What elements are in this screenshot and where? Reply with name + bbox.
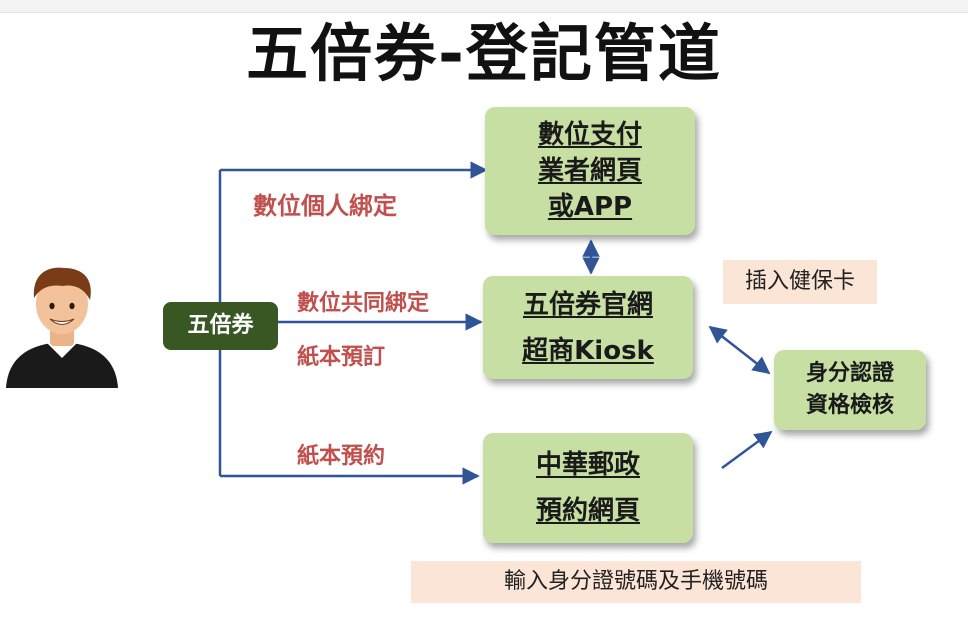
arrow-post-verify <box>721 430 773 470</box>
person-avatar-icon <box>6 267 118 388</box>
top-strip <box>0 0 968 13</box>
source-five-times-voucher-box: 五倍券 <box>163 302 278 350</box>
official-site-kiosk-box: 五倍券官網 超商Kiosk <box>483 276 693 379</box>
box-line: 業者網頁 <box>537 156 642 186</box>
box-line: 預約網頁 <box>535 496 640 526</box>
insert-health-card-note: 插入健保卡 <box>723 260 877 304</box>
post-office-box: 中華郵政 預約網頁 <box>483 433 693 543</box>
route-label-digital-personal: 數位個人綁定 <box>253 192 397 220</box>
box-line: 數位支付 <box>537 120 642 150</box>
route-label-digital-shared: 數位共同綁定 <box>297 291 430 316</box>
box-line: 身分認證 <box>805 361 894 386</box>
digital-payment-box: 數位支付 業者網頁 或APP <box>485 107 695 235</box>
box-line: 資格檢核 <box>805 393 894 418</box>
arrow-official-verify <box>708 325 771 375</box>
enter-id-phone-note: 輸入身分證號碼及手機號碼 <box>411 561 861 603</box>
box-line: 超商Kiosk <box>522 335 654 366</box>
identity-verification-box: 身分認證 資格檢核 <box>774 350 926 430</box>
page-title: 五倍券-登記管道 <box>246 17 722 90</box>
box-line: 中華郵政 <box>535 450 640 480</box>
route-label-paper-reserve: 紙本預約 <box>297 444 386 469</box>
box-line: 五倍券官網 <box>522 289 653 320</box>
route-label-paper-order: 紙本預訂 <box>297 345 386 370</box>
box-line: 或APP <box>547 192 633 222</box>
